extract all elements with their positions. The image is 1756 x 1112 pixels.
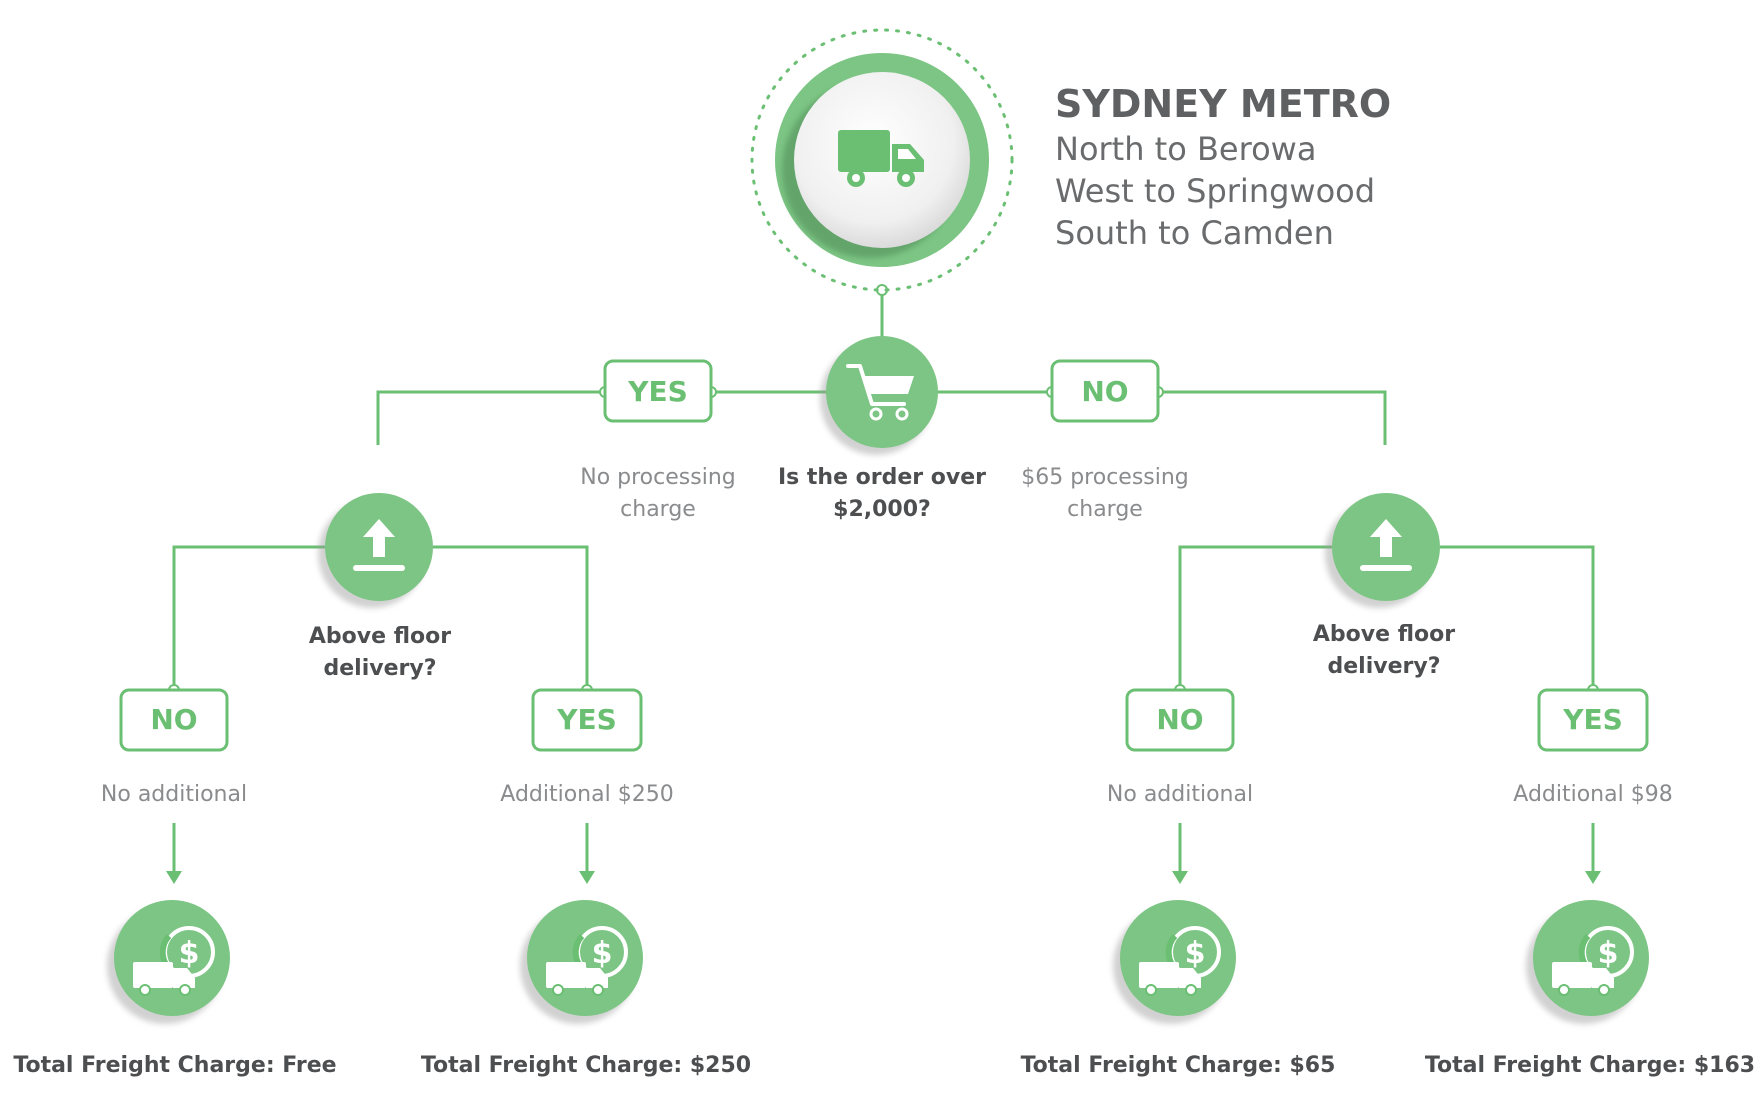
root-yes-note-line2: charge — [620, 497, 696, 522]
outcome-250-badge — [520, 900, 643, 1024]
arrow-down-icon — [579, 823, 595, 884]
left-yes-pill: YES — [531, 688, 643, 752]
root-question-line1: Is the order over — [778, 465, 986, 490]
region-line-south: South to Camden — [1055, 214, 1334, 252]
root-decision-node — [820, 336, 938, 455]
right-no-note: No additional — [1107, 782, 1253, 807]
right-question-line1: Above floor — [1313, 622, 1455, 647]
left-yes-label: YES — [556, 703, 617, 736]
outcome-163-badge — [1526, 900, 1649, 1024]
left-no-label: NO — [150, 703, 197, 736]
right-question-line2: delivery? — [1328, 654, 1441, 679]
root-no-pill: NO — [1050, 359, 1160, 423]
root-yes-label: YES — [627, 375, 688, 408]
arrow-down-icon — [1172, 823, 1188, 884]
region-title: SYDNEY METRO — [1055, 82, 1391, 126]
right-floor-decision-node — [1325, 493, 1440, 608]
right-no-pill: NO — [1125, 688, 1235, 752]
left-no-note: No additional — [101, 782, 247, 807]
arrow-down-icon — [1585, 823, 1601, 884]
left-floor-decision-node — [318, 493, 433, 608]
outcome-65-badge — [1113, 900, 1236, 1024]
root-yes-note-line1: No processing — [580, 465, 735, 490]
right-yes-pill: YES — [1537, 688, 1649, 752]
left-no-pill: NO — [119, 688, 229, 752]
root-question-line2: $2,000? — [833, 497, 931, 522]
left-yes-total: Total Freight Charge: $250 — [421, 1053, 751, 1078]
root-no-note-line2: charge — [1067, 497, 1143, 522]
top-truck-badge — [750, 28, 1014, 292]
root-no-note-line1: $65 processing — [1021, 465, 1189, 490]
delivery-truck-icon — [838, 130, 924, 187]
outcome-free-badge — [107, 900, 230, 1024]
root-yes-pill: YES — [603, 359, 713, 423]
right-yes-label: YES — [1562, 703, 1623, 736]
connector-lines — [172, 290, 1595, 690]
arrow-down-icon — [166, 823, 182, 884]
right-yes-total: Total Freight Charge: $163 — [1425, 1053, 1755, 1078]
shopping-cart-icon — [846, 364, 914, 421]
left-question-line2: delivery? — [324, 656, 437, 681]
right-yes-note: Additional $98 — [1513, 782, 1672, 807]
left-yes-note: Additional $250 — [500, 782, 673, 807]
region-header: SYDNEY METRO North to Berowa West to Spr… — [1055, 82, 1391, 252]
down-arrows — [166, 823, 1601, 884]
left-question-line1: Above floor — [309, 624, 451, 649]
region-line-north: North to Berowa — [1055, 130, 1316, 168]
left-no-total: Total Freight Charge: Free — [13, 1053, 336, 1078]
root-no-label: NO — [1081, 375, 1128, 408]
right-no-label: NO — [1156, 703, 1203, 736]
right-no-total: Total Freight Charge: $65 — [1021, 1053, 1336, 1078]
region-line-west: West to Springwood — [1055, 172, 1375, 210]
